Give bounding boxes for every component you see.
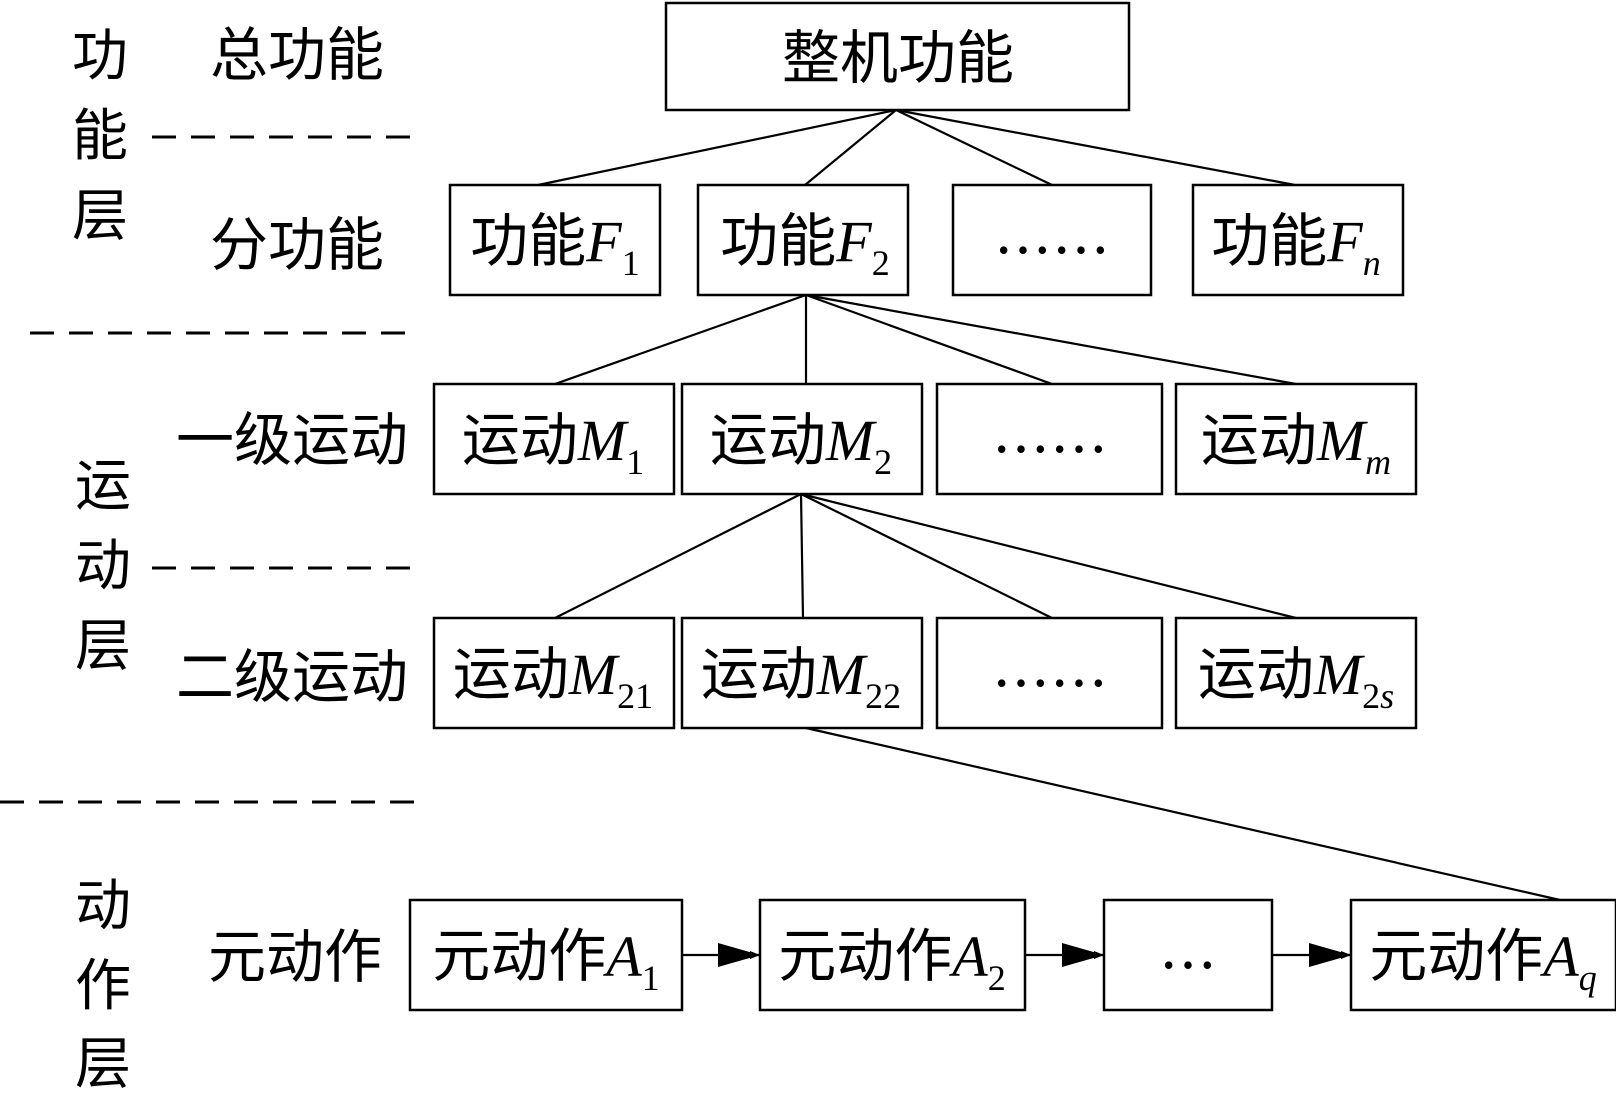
meta-action-box-3	[1102, 898, 1274, 1012]
svg-text:功: 功	[72, 24, 128, 89]
edge-root-fdots	[895, 109, 1053, 186]
svg-text:运: 运	[75, 454, 131, 519]
primary-motion-label-3: ……	[992, 398, 1108, 466]
secondary-motion-box-3	[935, 616, 1164, 730]
row-primary-motions: 运动M1 运动M2 …… 运动Mm	[432, 382, 1418, 496]
secondary-motion-box-4	[1174, 616, 1418, 730]
primary-motion-box-3	[935, 382, 1164, 496]
svg-text:动: 动	[75, 534, 131, 599]
node-root-label: 整机功能	[782, 24, 1014, 92]
primary-motion-box-4	[1174, 382, 1418, 496]
secondary-motion-box-2	[680, 616, 924, 730]
secondary-motion-label-4: 运动M2s	[1198, 640, 1394, 716]
row-meta-actions: 元动作A1 元动作A2 … 元动作Aq	[408, 898, 1616, 1012]
meta-action-box-4	[1349, 898, 1616, 1012]
edge-m22-aq	[805, 726, 1561, 902]
svg-text:作: 作	[75, 954, 131, 1019]
sub-function-box-4	[1191, 183, 1405, 297]
secondary-motion-label-2: 运动M22	[701, 640, 901, 716]
meta-action-label-3: …	[1159, 914, 1217, 982]
sub-function-box-1	[448, 183, 662, 297]
edge-f2-mdots	[805, 293, 1053, 386]
edge-m2-m2s	[800, 492, 1297, 620]
meta-action-box-1	[408, 898, 684, 1012]
sub-function-label-3: ……	[994, 199, 1110, 267]
layer-label-function: 功 能 层	[72, 24, 128, 249]
edge-f2-mm	[805, 293, 1297, 386]
arrowhead-aq	[1309, 943, 1351, 967]
node-root	[664, 1, 1131, 112]
sublevel-label-secondary-motion: 二级运动	[176, 643, 408, 711]
edge-m2-m22	[799, 493, 805, 619]
svg-text:能: 能	[72, 104, 128, 169]
sub-function-box-3	[951, 183, 1153, 297]
primary-motion-label-2: 运动M2	[710, 406, 892, 482]
primary-motion-label-4: 运动Mm	[1201, 406, 1391, 482]
row-secondary-motions: 运动M21 运动M22 …… 运动M2s	[432, 616, 1418, 730]
svg-text:层: 层	[72, 184, 128, 249]
sub-function-label-2: 功能F2	[720, 207, 889, 283]
sublevel-label-primary-motion: 一级运动	[176, 406, 408, 474]
arrowhead-a2	[718, 943, 760, 967]
edge-m2-m21	[554, 493, 802, 619]
sub-function-label-1: 功能F1	[470, 207, 639, 283]
svg-text:动: 动	[75, 874, 131, 939]
secondary-motion-label-1: 运动M21	[453, 640, 653, 716]
arrow-heads	[718, 943, 1351, 967]
secondary-motion-box-1	[432, 616, 676, 730]
edges	[537, 108, 1561, 902]
svg-text:层: 层	[75, 614, 131, 679]
edge-m2-mdots	[800, 493, 1053, 619]
sublevel-label-total-function: 总功能	[210, 21, 384, 89]
layer-label-action: 动 作 层	[75, 874, 131, 1093]
edge-root-f2	[804, 109, 897, 186]
edge-root-fn	[895, 108, 1296, 187]
sub-function-box-2	[696, 183, 910, 297]
arrowhead-adots	[1062, 943, 1104, 967]
primary-motion-box-2	[680, 382, 924, 496]
sublevel-label-meta-action: 元动作	[208, 923, 382, 991]
edge-root-f1	[537, 108, 897, 187]
meta-action-label-2: 元动作A2	[778, 922, 1005, 998]
sublevel-label-sub-function: 分功能	[210, 211, 384, 279]
layer-label-motion: 运 动 层	[75, 454, 131, 679]
meta-action-box-2	[758, 898, 1027, 1012]
sub-function-label-4: 功能Fn	[1211, 207, 1380, 283]
primary-motion-box-1	[432, 382, 676, 496]
edge-f2-m1	[554, 293, 807, 386]
meta-action-label-1: 元动作A1	[432, 922, 659, 998]
meta-action-label-4: 元动作Aq	[1369, 922, 1596, 998]
row-sub-functions: 功能F1 功能F2 …… 功能Fn	[448, 183, 1405, 297]
primary-motion-label-1: 运动M1	[462, 406, 644, 482]
secondary-motion-label-3: ……	[992, 632, 1108, 700]
svg-text:层: 层	[75, 1032, 131, 1093]
